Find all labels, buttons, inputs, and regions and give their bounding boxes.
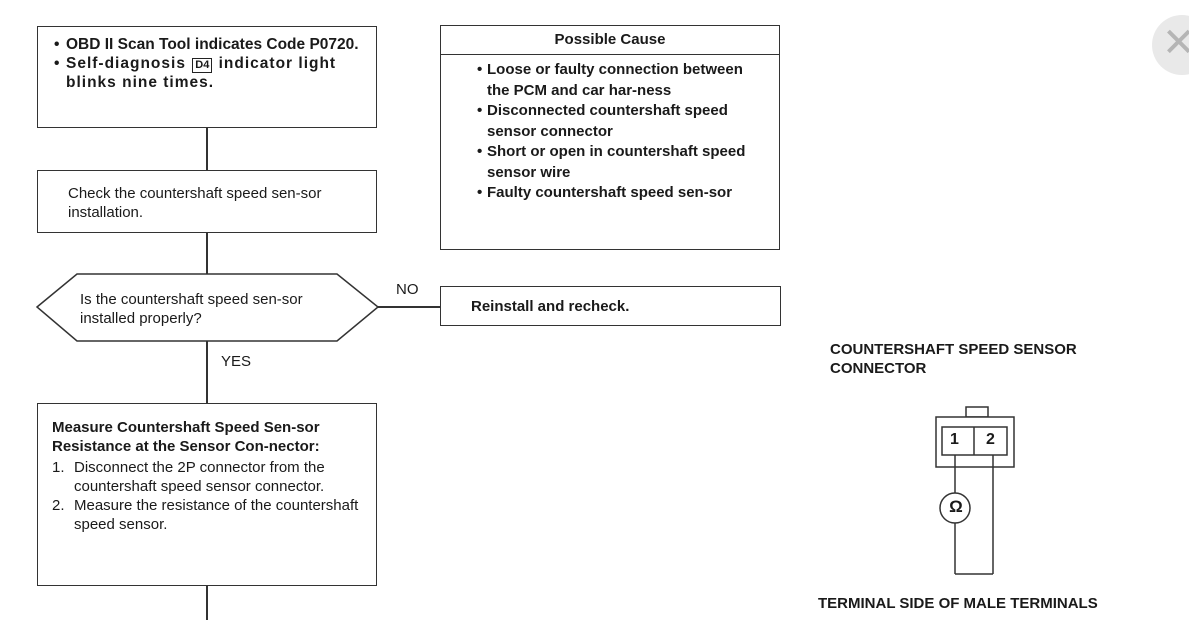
measure-step: 2.Measure the resistance of the counters…	[52, 497, 359, 533]
symptom-box: OBD II Scan Tool indicates Code P0720. S…	[37, 26, 377, 128]
check-installation-box: Check the countershaft speed sen-sor ins…	[37, 170, 377, 233]
d4-indicator-icon: D4	[192, 58, 213, 73]
flow-connector	[206, 128, 208, 170]
measure-step: 1.Disconnect the 2P connector from the c…	[52, 459, 325, 495]
close-icon[interactable]: ✕	[1152, 15, 1189, 75]
cause-item: Short or open in countershaft speed sens…	[475, 142, 761, 183]
cause-item: Loose or faulty connection between the P…	[475, 60, 761, 101]
ohm-meter-icon: Ω	[949, 497, 963, 516]
connector-caption: TERMINAL SIDE OF MALE TERMINALS	[818, 595, 1098, 612]
pin-2-label: 2	[986, 431, 995, 448]
symptom-item: Self-diagnosis D4 indicator light blinks…	[52, 54, 362, 92]
reinstall-box: Reinstall and recheck.	[440, 286, 781, 326]
connector-title: COUNTERSHAFT SPEED SENSOR CONNECTOR	[830, 341, 1077, 377]
measure-title: Measure Countershaft Speed Sen-sor Resis…	[52, 419, 320, 455]
no-label: NO	[396, 281, 419, 298]
possible-cause-box: Possible Cause Loose or faulty connectio…	[440, 25, 780, 250]
no-branch-line	[377, 306, 440, 308]
yes-label: YES	[221, 353, 252, 370]
check-installation-text: Check the countershaft speed sen-sor ins…	[68, 185, 322, 221]
symptom-item: OBD II Scan Tool indicates Code P0720.	[52, 35, 362, 54]
cause-item: Disconnected countershaft speed sensor c…	[475, 101, 761, 142]
connector-diagram	[935, 406, 1015, 575]
flow-connector	[206, 586, 208, 620]
decision-diamond	[36, 273, 380, 342]
reinstall-text: Reinstall and recheck.	[471, 298, 630, 315]
possible-cause-title: Possible Cause	[441, 26, 779, 55]
decision-question: Is the countershaft speed sen-sor instal…	[80, 291, 303, 327]
cause-item: Faulty countershaft speed sen-sor	[475, 183, 761, 204]
pin-1-label: 1	[950, 431, 959, 448]
measure-resistance-box: Measure Countershaft Speed Sen-sor Resis…	[37, 403, 377, 586]
flow-connector	[206, 341, 208, 403]
flow-connector	[206, 233, 208, 274]
